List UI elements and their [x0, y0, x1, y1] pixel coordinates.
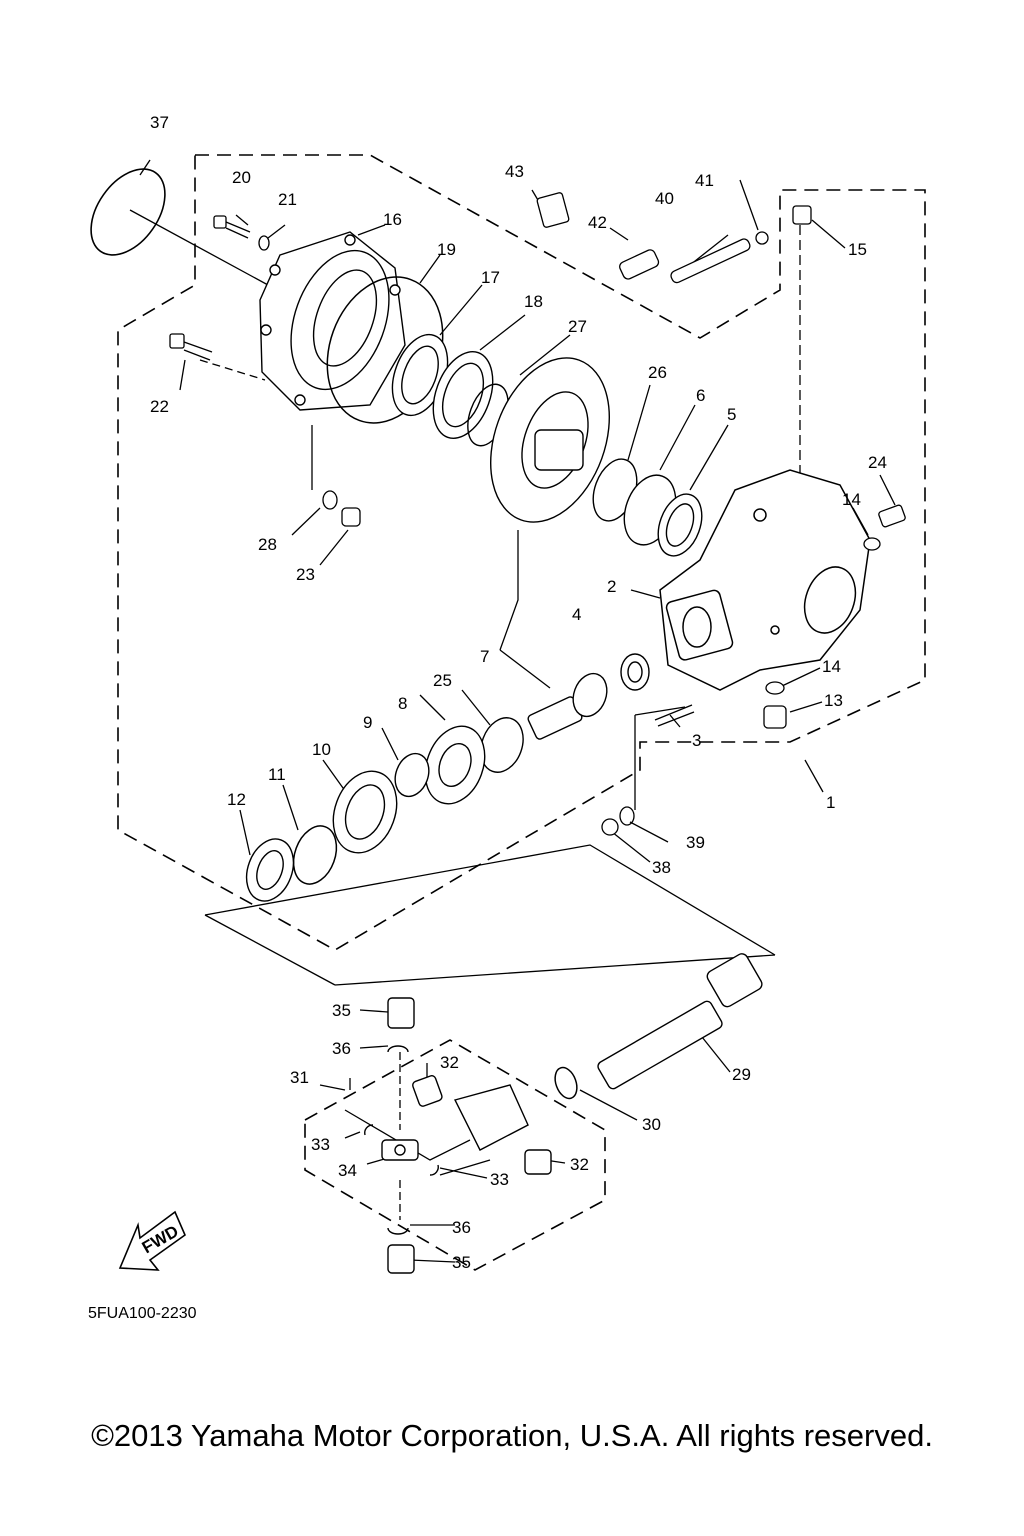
- universal-joint-boundary: [304, 1039, 606, 1271]
- callout-7: 7: [480, 647, 489, 666]
- callout-33-b: 33: [490, 1170, 509, 1189]
- seal-5: [657, 493, 703, 557]
- universal-joint: [364, 997, 552, 1274]
- washer-21: [258, 235, 270, 251]
- assembly-boundaries: [117, 154, 926, 1271]
- callout-23: 23: [296, 565, 315, 584]
- callout-37: 37: [150, 113, 169, 132]
- washer-14a: [863, 537, 881, 551]
- callout-35-b: 35: [452, 1253, 471, 1272]
- callout-35-a: 35: [332, 1001, 351, 1020]
- nut-10: [332, 770, 398, 854]
- callout-4: 4: [572, 605, 581, 624]
- circlip-30: [554, 1066, 578, 1100]
- callout-26: 26: [648, 363, 667, 382]
- callout-42: 42: [588, 213, 607, 232]
- callout-5: 5: [727, 405, 736, 424]
- callout-24: 24: [868, 453, 887, 472]
- callout-10: 10: [312, 740, 331, 759]
- callout-22: 22: [150, 397, 169, 416]
- stud-3: [654, 704, 695, 727]
- gear-case-1: [659, 469, 871, 691]
- copyright-notice: ©2013 Yamaha Motor Corporation, U.S.A. A…: [91, 1418, 933, 1453]
- callout-43: 43: [505, 162, 524, 181]
- callout-21: 21: [278, 190, 297, 209]
- callout-labels: 37 20 21 16 19 17 18 27 43 42 40 41 15 2…: [150, 113, 887, 1272]
- callout-34: 34: [338, 1161, 357, 1180]
- plug-13: [763, 705, 787, 729]
- callout-41: 41: [695, 171, 714, 190]
- callout-19: 19: [437, 240, 456, 259]
- callout-33-a: 33: [311, 1135, 330, 1154]
- callout-18: 18: [524, 292, 543, 311]
- washer-14b: [765, 681, 785, 695]
- callout-2: 2: [607, 577, 616, 596]
- callout-30: 30: [642, 1115, 661, 1134]
- leader-lines: [129, 159, 896, 1263]
- callout-1: 1: [826, 793, 835, 812]
- bearing-18: [432, 351, 494, 439]
- washer-28: [322, 490, 338, 510]
- seal-12: [245, 838, 295, 902]
- fwd-arrow-icon: FWD: [118, 1210, 186, 1271]
- main-assembly-boundary: [117, 154, 926, 951]
- callout-13: 13: [824, 691, 843, 710]
- o-ring-37: [90, 168, 166, 256]
- nut-38: [601, 818, 619, 836]
- oring-11: [292, 825, 338, 885]
- pinion-gear-7: [527, 672, 608, 740]
- callout-36-a: 36: [332, 1039, 351, 1058]
- callout-16: 16: [383, 210, 402, 229]
- bolt-24: [878, 504, 906, 528]
- bearing-8: [424, 725, 486, 805]
- callout-8: 8: [398, 694, 407, 713]
- bolt-20: [213, 215, 251, 239]
- callout-9: 9: [363, 713, 372, 732]
- shaft-group-bracket: [204, 844, 776, 956]
- shim-25: [480, 717, 524, 773]
- drive-shaft-29: [597, 953, 763, 1090]
- callout-20: 20: [232, 168, 251, 187]
- callout-6: 6: [696, 386, 705, 405]
- callout-38: 38: [652, 858, 671, 877]
- plug-23: [341, 507, 361, 527]
- drawing-code: 5FUA100-2230: [88, 1305, 197, 1322]
- callout-32-b: 32: [570, 1155, 589, 1174]
- callout-31: 31: [290, 1068, 309, 1087]
- washer-39: [619, 806, 635, 826]
- callout-17: 17: [481, 268, 500, 287]
- callout-29: 29: [732, 1065, 751, 1084]
- breather-parts: [536, 192, 812, 284]
- cover-16: [259, 231, 406, 411]
- callout-39: 39: [686, 833, 705, 852]
- callout-32-a: 32: [440, 1053, 459, 1072]
- callout-12: 12: [227, 790, 246, 809]
- callout-40: 40: [655, 189, 674, 208]
- callout-14-b: 14: [822, 657, 841, 676]
- callout-27: 27: [568, 317, 587, 336]
- callout-15: 15: [848, 240, 867, 259]
- collar-9: [394, 752, 430, 798]
- bolt-22: [169, 333, 213, 361]
- callout-11: 11: [268, 765, 286, 784]
- callout-25: 25: [433, 671, 452, 690]
- callout-36-b: 36: [452, 1218, 471, 1237]
- ring-gear: [490, 357, 610, 523]
- callout-14-a: 14: [842, 490, 861, 509]
- callout-28: 28: [258, 535, 277, 554]
- callout-3: 3: [692, 731, 701, 750]
- seal-17: [391, 333, 449, 417]
- bearing-4: [620, 653, 650, 691]
